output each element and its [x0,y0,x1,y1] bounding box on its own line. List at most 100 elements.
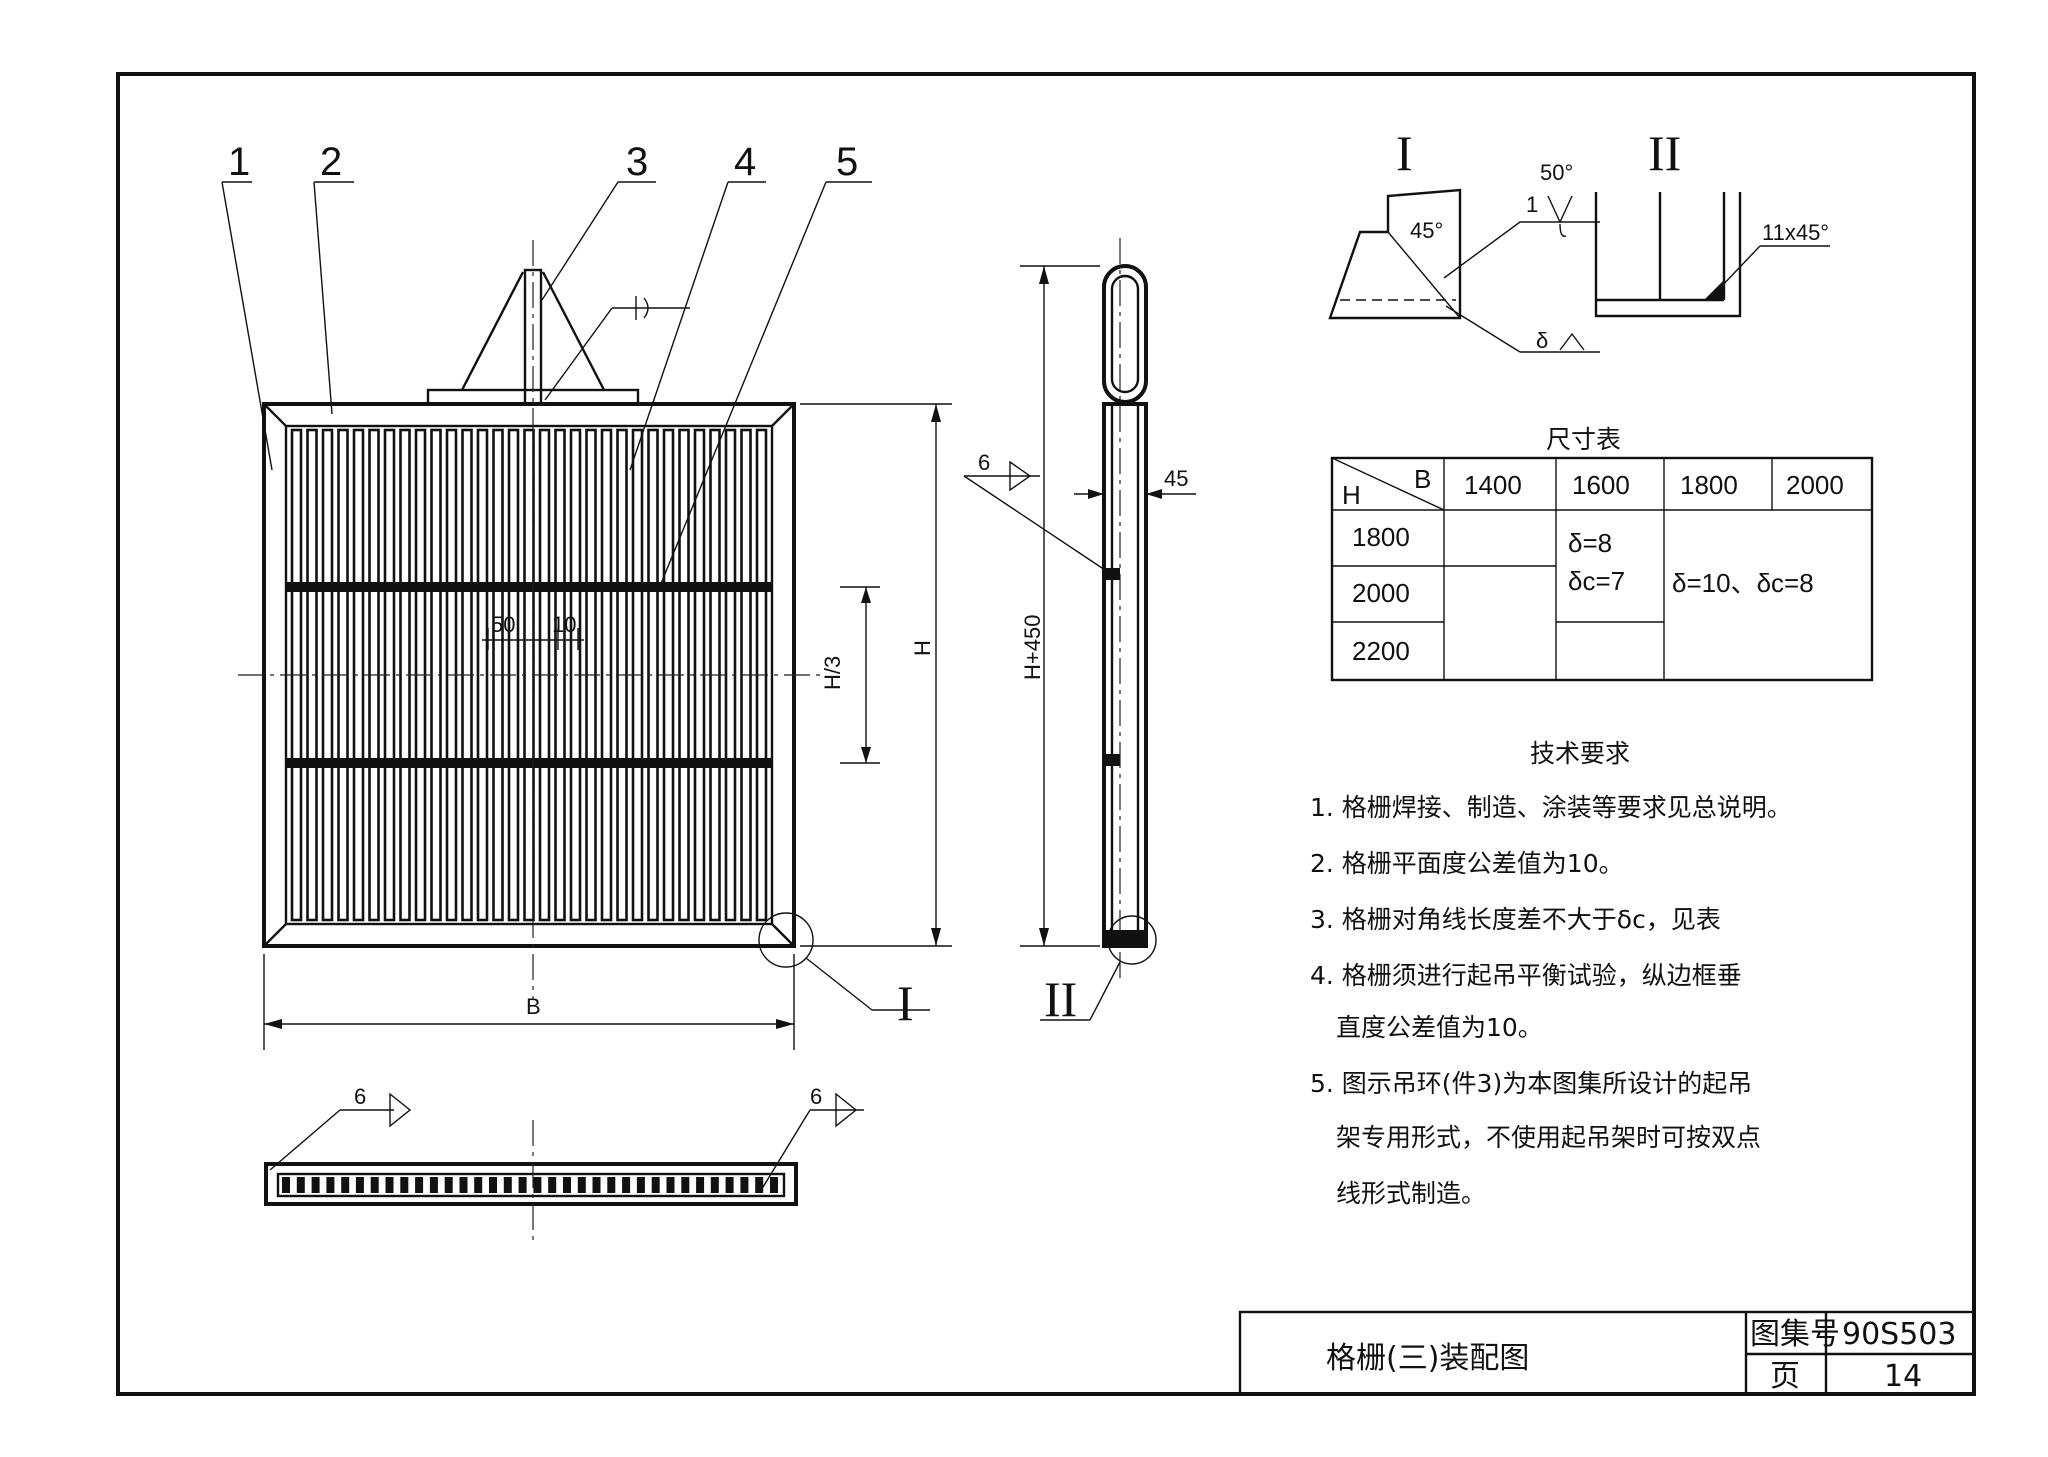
requirement-line-6: 5. 图示吊环(件3)为本图集所设计的起吊 [1310,1069,1752,1098]
size-table-col-1400: 1400 [1464,470,1522,500]
plan-bar-section [548,1177,557,1193]
plan-bar-section [518,1177,527,1193]
requirement-line-8: 线形式制造。 [1336,1179,1486,1208]
plan-bar-section [296,1177,305,1193]
detail-I-delta: δ [1536,328,1548,353]
side-frame [1102,402,1148,948]
part-label-4: 4 [734,140,756,184]
plan-bar-section [666,1177,675,1193]
plan-bar-section [503,1177,512,1193]
size-table-corner-h: H [1342,480,1361,510]
detail-I-weld-1: 1 [1526,192,1538,217]
plan-bar-section [355,1177,364,1193]
plan-bar-section [651,1177,660,1193]
title-block: 格栅(三)装配图 图集号 90S503 页 14 [1238,1310,1976,1396]
dimension-h: H [800,403,952,947]
size-table-col-1600: 1600 [1572,470,1630,500]
detail-I-title: I [1396,125,1413,181]
requirement-line-7: 架专用形式，不使用起吊架时可按双点 [1336,1123,1761,1152]
atlas-label: 图集号 [1750,1317,1840,1352]
requirement-line-5: 直度公差值为10。 [1336,1013,1543,1042]
plan-bar-section [459,1177,468,1193]
tie-bar-upper [286,582,772,592]
part-label-1: 1 [228,140,250,184]
plan-bar-section [696,1177,705,1193]
plan-bar-section [444,1177,453,1193]
grating-side-view: H+450 45 6 II [963,238,1196,1027]
technical-requirements: 技术要求 1. 格栅焊接、制造、涂装等要求见总说明。 2. 格栅平面度公差值为1… [1310,739,1792,1208]
detail-label-II: II [1044,971,1077,1027]
plan-bar-section [311,1177,320,1193]
plan-bar-section [607,1177,616,1193]
dim-side-depth: 45 [1164,466,1188,491]
size-table-col-1800: 1800 [1680,470,1738,500]
plan-bar-section [592,1177,601,1193]
plan-bar-section [563,1177,571,1193]
plan-bar-section [370,1177,379,1193]
grating-plan-view: 6 6 [264,1084,864,1240]
requirement-line-1: 1. 格栅焊接、制造、涂装等要求见总说明。 [1310,793,1792,822]
requirement-line-3: 3. 格栅对角线长度差不大于δc，见表 [1310,905,1721,934]
dim-b: B [526,994,541,1019]
weld-label-plan-left: 6 [354,1084,366,1109]
detail-label-I: I [897,975,914,1031]
plan-bar-section [326,1177,335,1193]
requirement-line-4: 4. 格栅须进行起吊平衡试验，纵边框垂 [1310,961,1742,990]
part-labels: 1 2 3 4 5 [221,140,872,587]
dim-side-height: H+450 [1020,615,1045,680]
plan-bar-section [474,1177,483,1193]
detail-II-chamfer: 11x45° [1762,220,1829,245]
detail-I-angle-45: 45° [1410,218,1443,243]
detail-circle-I [758,912,814,968]
plan-bar-section [400,1177,409,1193]
part-label-2: 2 [320,140,342,184]
size-table-group-large: δ=10、δc=8 [1672,568,1814,598]
plan-bar-section [533,1177,542,1193]
plan-bar-section [385,1177,394,1193]
atlas-number: 90S503 [1842,1317,1956,1352]
dimension-b: B [263,954,795,1050]
dimension-h-third: H/3 [820,586,880,764]
requirement-line-2: 2. 格栅平面度公差值为10。 [1310,849,1624,878]
size-table-row-1800: 1800 [1352,522,1410,552]
plan-bar-section [681,1177,690,1193]
part-label-3: 3 [626,140,648,184]
weld-label-plan-right: 6 [810,1084,822,1109]
grating-bars [290,428,768,922]
weld-label-side: 6 [978,450,990,475]
size-table-title: 尺寸表 [1546,425,1621,454]
dim-bar-width: 50 [491,612,515,637]
grating-front-view: I [238,240,930,1031]
dim-bar-gap: 10 [552,612,576,637]
plan-bar-section [755,1177,764,1193]
detail-II: II 11x45° [1594,125,1830,318]
plan-bar-section [622,1177,631,1193]
plan-bar-section [740,1177,749,1193]
dim-h: H [910,640,935,656]
dim-h-third: H/3 [820,656,845,690]
size-table-delta-small: δ=8 [1568,528,1612,558]
plan-bar-section [577,1177,586,1193]
size-table-row-2200: 2200 [1352,636,1410,666]
size-table-deltac-small: δc=7 [1568,566,1625,596]
plan-outline [264,1162,798,1206]
plan-bar-section [489,1177,497,1193]
drawing-title: 格栅(三)装配图 [1326,1341,1529,1376]
detail-circle-II [1107,915,1157,965]
plan-bar-section [636,1177,645,1193]
size-table-corner-b: B [1414,464,1431,494]
tie-bar-lower [286,758,772,768]
size-table-row-2000: 2000 [1352,578,1410,608]
part-label-5: 5 [836,140,858,184]
plan-bar-section [429,1177,438,1193]
detail-I-angle-50: 50° [1540,160,1573,185]
weld-symbol-lug [544,296,690,401]
page-label: 页 [1770,1359,1800,1394]
detail-II-title: II [1648,125,1681,181]
sheet-border [116,72,1976,1396]
plan-bar-section [415,1177,424,1193]
plan-bar-section [341,1177,350,1193]
size-table: 尺寸表 B H 1400 1600 1800 2000 1800 2000 22… [1330,425,1874,682]
requirements-title: 技术要求 [1530,739,1630,768]
plan-bar-section [725,1177,734,1193]
